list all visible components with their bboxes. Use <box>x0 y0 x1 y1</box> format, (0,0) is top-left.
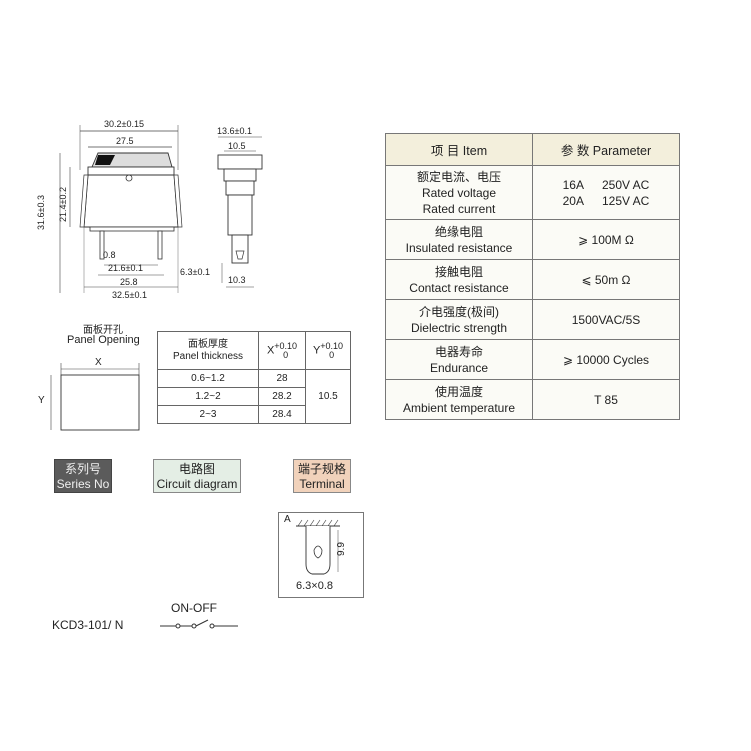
panel-x-tol-zero: 0 <box>283 349 289 360</box>
spec-value-rated-v2: 125V AC <box>601 193 650 208</box>
dim-side-top: 13.6±0.1 <box>217 126 252 136</box>
spec-item-en: Endurance <box>429 360 489 375</box>
spec-item-en: Rated current <box>422 201 496 216</box>
dim-height-body: 21.4±0.2 <box>58 187 68 222</box>
panel-row-x: 28 <box>258 369 306 388</box>
panel-row-thickness: 0.6~1.2 <box>157 369 259 388</box>
panel-row-thickness: 1.2~2 <box>157 387 259 406</box>
spec-value: T 85 <box>532 379 680 420</box>
spec-value: 1500VAC/5S <box>532 299 680 340</box>
panel-thickness-en: Panel thickness <box>172 350 244 362</box>
panel-row-x: 28.2 <box>258 387 306 406</box>
spec-row-contact: 接触电阻 Contact resistance ⩽ 50m Ω <box>385 259 680 300</box>
spec-item-zh: 接触电阻 <box>434 264 483 279</box>
spec-item-zh: 电器寿命 <box>434 344 483 359</box>
circuit-tag-en: Circuit diagram <box>156 477 238 491</box>
spec-row-endurance: 电器寿命 Endurance ⩾ 10000 Cycles <box>385 339 680 380</box>
spec-item-rated: 额定电流、电压 Rated voltage Rated current <box>385 165 533 220</box>
spec-value: ⩽ 50m Ω <box>532 259 680 300</box>
panel-row: 2~3 28.4 <box>157 405 351 424</box>
spec-item-en: Ambient temperature <box>402 400 516 415</box>
spec-header-row: 项 目 Item 参 数 Parameter <box>385 133 680 166</box>
panel-y-tol-plus: +0.10 <box>320 340 344 351</box>
spec-item-en: Contact resistance <box>409 280 509 295</box>
dim-pin-span: 21.6±0.1 <box>108 263 143 273</box>
panel-row-x: 28.4 <box>258 405 306 424</box>
spec-row-temperature: 使用温度 Ambient temperature T 85 <box>385 379 680 420</box>
panel-y-tol-zero: 0 <box>329 349 335 360</box>
spec-item-zh: 绝缘电阻 <box>434 224 483 239</box>
terminal-drawing <box>296 519 340 575</box>
spec-item-zh: 介电强度(极间) <box>419 304 499 319</box>
spec-value-rated-a1: 16A <box>562 177 584 192</box>
spec-table: 项 目 Item 参 数 Parameter 额定电流、电压 Rated vol… <box>385 133 680 420</box>
dim-side-pin: 6.3±0.1 <box>180 267 210 277</box>
terminal-tag-en: Terminal <box>299 477 345 491</box>
spec-value-rated-a2: 20A <box>562 193 584 208</box>
spec-value: ⩾ 10000 Cycles <box>532 339 680 380</box>
dim-height-total: 31.6±0.3 <box>36 195 46 230</box>
spec-row-insulation: 绝缘电阻 Insulated resistance ⩾ 100M Ω <box>385 219 680 260</box>
model-state: ON-OFF <box>171 601 217 615</box>
terminal-a-label: A <box>284 514 291 525</box>
switch-symbol <box>160 619 238 629</box>
panel-opening-drawing <box>50 363 140 431</box>
dim-width-outer: 30.2±0.15 <box>104 119 144 129</box>
spec-value: ⩾ 100M Ω <box>532 219 680 260</box>
side-view-drawing <box>217 136 263 288</box>
dim-side-mid: 10.5 <box>228 141 246 151</box>
terminal-height: 9.9 <box>336 542 347 556</box>
front-view-drawing <box>59 125 183 293</box>
panel-row-thickness: 2~3 <box>157 405 259 424</box>
dim-side-bottom: 10.3 <box>228 275 246 285</box>
spec-value-rated: 16A 250V AC 20A 125V AC <box>532 165 680 220</box>
panel-y-col: Y <box>312 344 321 357</box>
panel-thickness-zh: 面板厚度 <box>188 338 228 350</box>
spec-header-param: 参 数 Parameter <box>532 133 680 166</box>
panel-y-label: Y <box>38 395 45 406</box>
dim-width-inner: 27.5 <box>116 136 134 146</box>
spec-item-en: Insulated resistance <box>405 240 513 255</box>
dim-base: 25.8 <box>120 277 138 287</box>
panel-y-value: 10.5 <box>305 369 351 424</box>
panel-title-zh: 面板开孔 <box>83 325 123 336</box>
spec-item-zh: 额定电流、电压 <box>416 169 501 184</box>
terminal-size: 6.3×0.8 <box>296 580 334 592</box>
circuit-tag-zh: 电路图 <box>178 462 215 476</box>
spec-value-rated-v1: 250V AC <box>601 177 650 192</box>
series-tag-en: Series No <box>56 477 110 491</box>
model-name: KCD3-101/ N <box>52 618 124 632</box>
panel-x-col: X <box>266 344 275 357</box>
spec-row-rated: 额定电流、电压 Rated voltage Rated current 16A … <box>385 165 680 220</box>
spec-row-dielectric: 介电强度(极间) Dielectric strength 1500VAC/5S <box>385 299 680 340</box>
dim-pin-width: 0.8 <box>103 250 116 260</box>
terminal-tag: 端子规格 Terminal <box>293 459 351 493</box>
terminal-tag-zh: 端子规格 <box>297 462 346 476</box>
dim-total: 32.5±0.1 <box>112 290 147 300</box>
spec-item-en: Rated voltage <box>421 185 497 200</box>
spec-item-zh: 使用温度 <box>434 384 483 399</box>
circuit-tag: 电路图 Circuit diagram <box>153 459 241 493</box>
panel-title-en: Panel Opening <box>67 334 140 346</box>
panel-x-label: X <box>95 357 102 368</box>
series-tag: 系列号 Series No <box>54 459 112 493</box>
panel-row: 0.6~1.2 28 10.5 <box>157 369 351 424</box>
series-tag-zh: 系列号 <box>64 462 101 476</box>
panel-x-tol-plus: +0.10 <box>274 340 298 351</box>
spec-item-en: Dielectric strength <box>410 320 508 335</box>
spec-header-item: 项 目 Item <box>385 133 533 166</box>
